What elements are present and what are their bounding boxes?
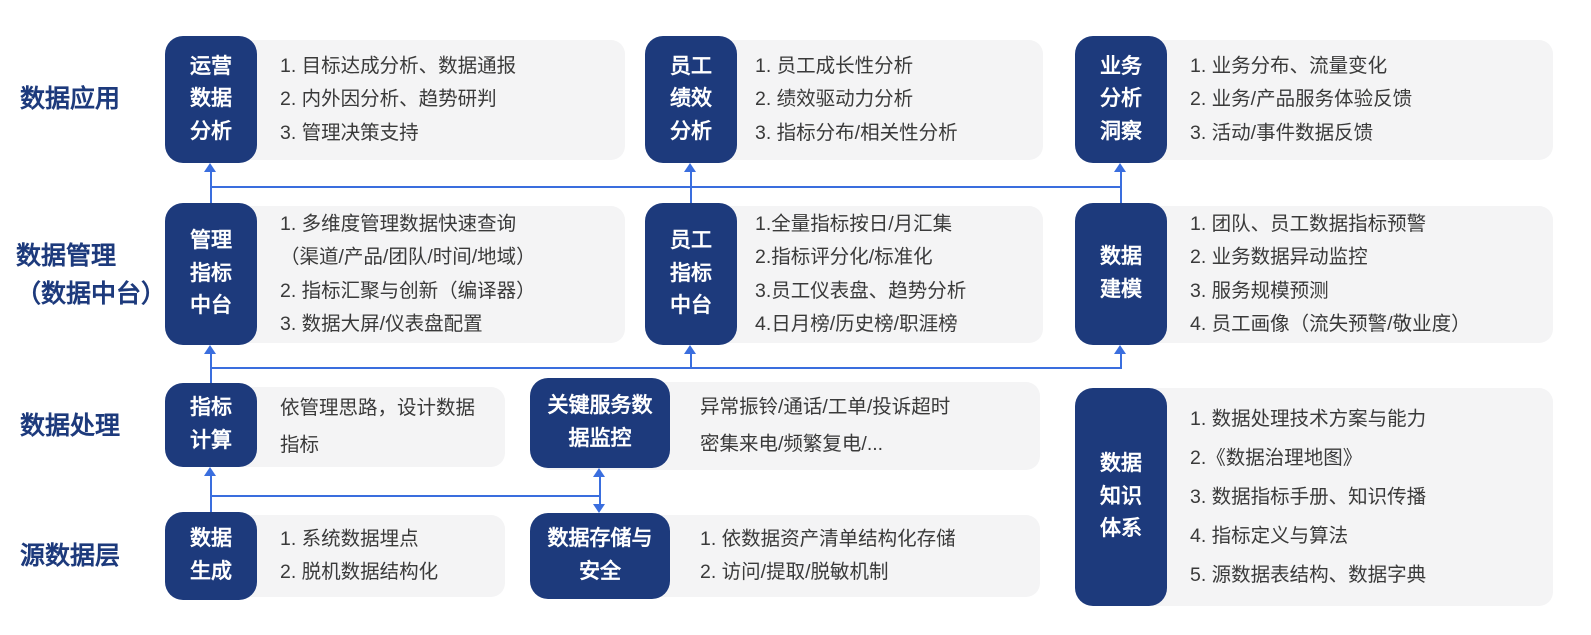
card-item: 3. 数据指标手册、知识传播 — [1190, 485, 1427, 508]
layer-label-source-data: 源数据层 — [20, 542, 121, 570]
connector-vline — [1120, 170, 1122, 203]
card-chip-metric-calc: 指标 计算 — [165, 383, 257, 467]
arrow-up-icon — [684, 345, 696, 354]
card-item: 1. 业务分布、流量变化 — [1190, 55, 1388, 78]
card-item: 1. 多维度管理数据快速查询 — [280, 213, 517, 236]
connector-vline — [599, 476, 601, 505]
card-chip-data-generation: 数据 生成 — [165, 512, 257, 600]
card-chip-mgmt-metric-platform: 管理 指标 中台 — [165, 203, 257, 345]
connector-vline — [690, 170, 692, 203]
card-chip-ops-analysis: 运营 数据 分析 — [165, 36, 257, 163]
card-item: 2. 指标汇聚与创新（编译器） — [280, 279, 536, 302]
card-item: 1.全量指标按日/月汇集 — [755, 213, 953, 236]
card-item: 1. 数据处理技术方案与能力 — [1190, 407, 1427, 430]
card-item: 4.日月榜/历史榜/职涯榜 — [755, 312, 958, 335]
arrow-up-icon — [1114, 163, 1126, 172]
card-item: 3. 数据大屏/仪表盘配置 — [280, 312, 483, 335]
arrow-up-icon — [204, 345, 216, 354]
arrow-up-icon — [684, 163, 696, 172]
connector-vline — [210, 352, 212, 383]
card-chip-employee-metric-platform: 员工 指标 中台 — [645, 203, 737, 345]
connector-vline — [1120, 352, 1122, 369]
card-item: 4. 员工画像（流失预警/敬业度） — [1190, 312, 1471, 335]
card-item: 依管理思路，设计数据指标 — [280, 396, 476, 456]
connector-vline — [210, 170, 212, 203]
card-item: 2. 绩效驱动力分析 — [755, 88, 914, 111]
connector-hline — [211, 186, 1121, 188]
card-item: 4. 指标定义与算法 — [1190, 524, 1349, 547]
card-item: 3. 指标分布/相关性分析 — [755, 121, 958, 144]
card-chip-data-storage-security: 数据存储与 安全 — [530, 513, 670, 599]
arrow-down-icon — [593, 504, 605, 513]
card-item: （渠道/产品/团队/时间/地域） — [280, 246, 536, 269]
arrow-up-icon — [204, 163, 216, 172]
card-item: 3. 活动/事件数据反馈 — [1190, 121, 1374, 144]
layer-label-data-management: 数据管理 （数据中台） — [16, 242, 167, 308]
card-chip-data-knowledge: 数据 知识 体系 — [1075, 388, 1167, 606]
card-item: 1. 目标达成分析、数据通报 — [280, 55, 517, 78]
connector-vline — [210, 474, 212, 512]
card-item: 2. 业务/产品服务体验反馈 — [1190, 88, 1413, 111]
card-item: 3. 管理决策支持 — [280, 121, 419, 144]
card-item: 异常振铃/通话/工单/投诉超时 — [700, 395, 951, 418]
card-item: 2.指标评分化/标准化 — [755, 246, 933, 269]
arrow-up-icon — [593, 468, 605, 477]
card-chip-perf-analysis: 员工 绩效 分析 — [645, 36, 737, 163]
card-item: 2. 业务数据异动监控 — [1190, 246, 1368, 269]
connector-hline — [211, 495, 600, 497]
card-item: 1. 依数据资产清单结构化存储 — [700, 527, 956, 550]
card-item: 1. 团队、员工数据指标预警 — [1190, 213, 1427, 236]
arrow-up-icon — [204, 467, 216, 476]
connector-vline — [690, 352, 692, 369]
card-item: 2.《数据治理地图》 — [1190, 446, 1363, 469]
card-item: 2. 访问/提取/脱敏机制 — [700, 561, 889, 583]
layer-label-data-processing: 数据处理 — [20, 412, 121, 440]
card-chip-data-modeling: 数据 建模 — [1075, 203, 1167, 345]
card-chip-biz-insight: 业务 分析 洞察 — [1075, 36, 1167, 163]
card-item: 密集来电/频繁复电/... — [700, 433, 884, 455]
card-chip-key-service-monitor: 关键服务数 据监控 — [530, 378, 670, 468]
card-item: 5. 源数据表结构、数据字典 — [1190, 563, 1427, 586]
card-item: 2. 脱机数据结构化 — [280, 561, 439, 583]
card-item: 1. 系统数据埋点 — [280, 527, 419, 550]
card-item: 3.员工仪表盘、趋势分析 — [755, 279, 967, 302]
card-item: 1. 员工成长性分析 — [755, 55, 914, 78]
connector-hline — [211, 367, 1121, 369]
card-item: 3. 服务规模预测 — [1190, 279, 1329, 302]
layer-label-data-application: 数据应用 — [20, 85, 121, 113]
card-item: 2. 内外因分析、趋势研判 — [280, 88, 497, 111]
arrow-up-icon — [1114, 345, 1126, 354]
